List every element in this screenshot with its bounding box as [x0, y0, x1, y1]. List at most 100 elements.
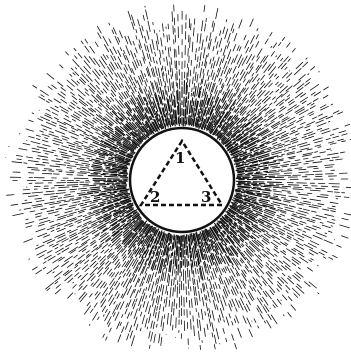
ray-dash: [123, 171, 127, 172]
ray-dash: [212, 333, 213, 337]
ray-dash: [172, 302, 173, 312]
ray-dash: [320, 152, 326, 153]
ray-dash: [85, 39, 88, 43]
ray-dash: [203, 69, 204, 73]
ray-dash: [187, 101, 188, 114]
ray-dash: [105, 249, 109, 253]
ray-dash: [221, 49, 222, 52]
ray-dash: [273, 191, 282, 192]
ray-dash: [208, 313, 209, 317]
ray-dash: [244, 35, 246, 40]
ray-dash: [249, 170, 253, 171]
ray-dash: [288, 278, 294, 284]
ray-dash: [275, 254, 277, 256]
ray-dash: [195, 72, 196, 81]
ray-dash: [28, 196, 38, 197]
ray-dash: [231, 290, 233, 295]
ray-dash: [28, 167, 38, 168]
ray-dash: [93, 312, 98, 320]
ray-dash: [201, 79, 202, 85]
ray-dash: [80, 68, 84, 73]
ray-dash: [257, 78, 259, 81]
ray-dash: [121, 83, 123, 87]
ray-dash: [151, 332, 153, 341]
ray-dash: [291, 305, 296, 310]
ray-dash: [176, 260, 177, 269]
ray-dash: [200, 320, 201, 331]
ray-dash: [93, 121, 97, 123]
ray-dash: [264, 321, 265, 323]
ray-dash: [243, 79, 245, 82]
ray-dash: [210, 315, 211, 318]
ray-dash: [30, 211, 35, 212]
ray-dash: [179, 247, 180, 260]
ray-dash: [294, 230, 299, 232]
ray-dash: [66, 243, 72, 247]
ray-dash: [77, 107, 80, 109]
ray-dash: [317, 196, 328, 197]
ray-dash: [342, 218, 348, 220]
ray-dash: [155, 312, 156, 317]
ray-dash: [213, 57, 214, 61]
ray-dash: [85, 214, 94, 218]
ray-dash: [100, 203, 105, 205]
ray-dash: [92, 165, 101, 167]
ray-dash: [287, 249, 296, 255]
ray-dash: [223, 296, 227, 306]
ray-dash: [115, 312, 119, 320]
ray-dash: [206, 303, 208, 311]
ray-dash: [118, 265, 120, 268]
ray-dash: [248, 301, 250, 305]
ray-dash: [161, 68, 162, 71]
ray-dash: [307, 122, 315, 126]
ray-dash: [76, 268, 81, 272]
ray-dash: [158, 276, 160, 284]
ray-dash: [194, 326, 195, 336]
ray-dash: [257, 298, 262, 306]
ray-dash: [173, 251, 174, 264]
ray-dash: [89, 160, 92, 161]
ray-dash: [153, 57, 154, 63]
ray-dash: [99, 273, 102, 276]
ray-dash: [213, 300, 215, 309]
ray-dash: [186, 235, 187, 244]
ray-dash: [52, 161, 60, 162]
ray-dash: [322, 250, 327, 253]
ray-dash: [190, 38, 191, 48]
ray-dash: [96, 85, 99, 89]
ray-dash: [258, 103, 261, 106]
ray-dash: [187, 268, 188, 277]
ray-dash: [118, 106, 125, 114]
ray-dash: [93, 252, 98, 256]
ray-dash: [209, 39, 211, 49]
ray-dash: [73, 282, 74, 283]
ray-dash: [208, 43, 209, 48]
ray-dash: [149, 331, 151, 338]
ray-dash: [55, 215, 59, 216]
ray-dash: [156, 297, 157, 303]
ray-dash: [134, 53, 136, 57]
ray-dash: [208, 291, 209, 297]
ray-dash: [250, 45, 254, 52]
ray-dash: [24, 239, 33, 242]
ray-dash: [169, 275, 170, 286]
ray-dash: [224, 320, 225, 322]
ray-dash: [292, 148, 295, 149]
ray-dash: [148, 21, 150, 32]
ray-dash: [102, 82, 109, 90]
ray-dash: [271, 166, 278, 167]
ray-dash: [249, 281, 251, 284]
ray-dash: [109, 159, 114, 160]
ray-dash: [278, 207, 283, 208]
ray-dash: [217, 57, 220, 66]
ray-dash: [311, 92, 315, 95]
ray-dash: [308, 74, 309, 75]
ray-dash: [280, 126, 286, 129]
ray-dash: [77, 148, 83, 150]
ray-dash: [308, 243, 316, 247]
ray-dash: [220, 59, 222, 66]
ray-dash: [85, 118, 94, 124]
ray-dash: [35, 198, 42, 199]
ray-dash: [232, 107, 235, 111]
ray-dash: [79, 281, 84, 286]
